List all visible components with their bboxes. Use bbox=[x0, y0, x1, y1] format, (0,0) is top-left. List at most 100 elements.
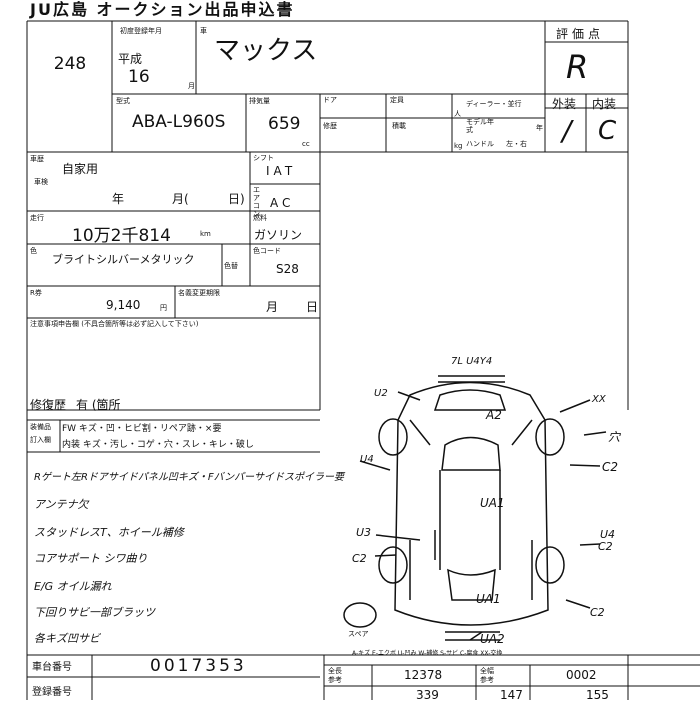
color-code: S28 bbox=[276, 262, 299, 276]
displacement-value: 659 bbox=[268, 114, 301, 134]
damage-legend: A-キズ E-エクボ U-凹み W-補修 S-サビ C-腐食 XX-交換 bbox=[352, 650, 503, 657]
inspection-day: 日) bbox=[228, 192, 245, 206]
diagram-mark: C2 bbox=[352, 552, 367, 565]
grade-label: 評価点 bbox=[556, 27, 605, 41]
recycle-value: 9,140 bbox=[106, 298, 141, 312]
note-line: Rゲート左Rドアサイドパネル凹キズ・Fバンパーサイドスポイラー要 bbox=[34, 472, 344, 483]
displacement-label: 排気量 bbox=[249, 97, 270, 105]
color-code-label: 色コード bbox=[253, 247, 281, 255]
ac-value: AC bbox=[270, 196, 295, 210]
note-line: コアサポート シワ曲り bbox=[34, 552, 148, 565]
capacity-label: 定員 bbox=[390, 96, 404, 104]
color-label: 色 bbox=[30, 247, 37, 255]
car-name: マックス bbox=[214, 36, 318, 66]
shift-label: シフト bbox=[253, 154, 274, 162]
inspection-month: 月( bbox=[172, 192, 189, 206]
person-unit: 人 bbox=[454, 110, 461, 118]
registration-month-unit: 月 bbox=[188, 82, 195, 90]
repair-label: 修歴 bbox=[323, 122, 337, 130]
note-line: スタッドレスT、ホイール補修 bbox=[34, 526, 184, 539]
ac-label: エアコン bbox=[253, 186, 260, 218]
dealer-label: ディーラー・並行 bbox=[466, 100, 522, 108]
car-name-label: 車 bbox=[200, 27, 207, 35]
interior-value: C bbox=[598, 116, 617, 146]
lot-number: 248 bbox=[53, 54, 87, 74]
entry-label: 訂入欄 bbox=[30, 436, 51, 444]
usage-value: 自家用 bbox=[62, 162, 99, 176]
repair-history: 修復歴 bbox=[30, 398, 67, 412]
registration-year: 16 bbox=[128, 67, 150, 87]
shift-value: IAT bbox=[266, 164, 297, 178]
exterior-value: / bbox=[562, 114, 572, 147]
exterior-label: 外装 bbox=[552, 97, 577, 111]
dim-value: 339 bbox=[416, 688, 439, 702]
dim-sub: 参考 bbox=[328, 676, 342, 684]
repair-history-value: 有 (箇所 bbox=[76, 398, 121, 412]
note-line: E/G オイル漏れ bbox=[34, 580, 112, 593]
equipment-line-1: FW キズ・凹・ヒビ割・リペア跡・×要 bbox=[62, 424, 222, 434]
diagram-mark: C2 bbox=[602, 460, 619, 474]
sheet-header: JU広島 オークション出品申込書 bbox=[30, 0, 295, 19]
interior-label: 内装 bbox=[592, 97, 617, 111]
registration-era: 平成 bbox=[118, 52, 143, 66]
equipment-label: 装備品 bbox=[30, 423, 51, 431]
diagram-mark: UA1 bbox=[480, 496, 505, 510]
diagram-mark: C2 bbox=[598, 540, 613, 553]
grade-value: R bbox=[566, 48, 589, 86]
dim-value: 147 bbox=[500, 688, 523, 702]
kg-unit: kg bbox=[454, 142, 463, 150]
dim-sub: 参考 bbox=[480, 676, 494, 684]
handle-label: ハンドル bbox=[466, 140, 494, 148]
recycle-unit: 円 bbox=[160, 304, 167, 312]
usage-label: 車歴 bbox=[30, 155, 44, 163]
color-change-label: 色替 bbox=[224, 262, 238, 270]
diagram-mark: 穴 bbox=[608, 430, 621, 444]
dim-label: 全長 bbox=[328, 667, 342, 675]
diagram-mark: A2 bbox=[486, 408, 502, 422]
model-value: ABA-L960S bbox=[132, 112, 226, 132]
registration-label: 初度登録年月 bbox=[120, 27, 162, 35]
notes-label: 注意事項申告欄 (不具合箇所等は必ず記入して下さい) bbox=[30, 320, 199, 328]
displacement-unit: cc bbox=[302, 140, 310, 148]
name-change-label: 名義変更期限 bbox=[178, 289, 220, 297]
model-year-label: モデル年式 bbox=[466, 118, 494, 134]
note-line: アンテナ欠 bbox=[34, 498, 89, 511]
dim-value: 155 bbox=[586, 688, 609, 702]
fuel-label: 燃料 bbox=[253, 214, 267, 222]
note-line: 各キズ凹サビ bbox=[34, 632, 100, 645]
loading-label: 積載 bbox=[392, 122, 406, 130]
diagram-mark: U4 bbox=[360, 454, 374, 465]
diagram-mark: U3 bbox=[356, 526, 372, 539]
handle-value: 左・右 bbox=[506, 140, 527, 148]
door-label: ドア bbox=[323, 96, 337, 104]
note-line: 下回りサビ一部ブラッツ bbox=[34, 606, 155, 619]
mileage-label: 走行 bbox=[30, 214, 44, 222]
inspection-year: 年 bbox=[112, 192, 125, 206]
name-change-month: 月 bbox=[266, 300, 279, 314]
recycle-label: R券 bbox=[30, 289, 42, 297]
diagram-mark: U4 bbox=[600, 528, 616, 541]
model-label: 型式 bbox=[116, 97, 130, 105]
name-change-day: 日 bbox=[306, 300, 319, 314]
diagram-mark: C2 bbox=[590, 606, 605, 619]
equipment-line-2: 内装 キズ・汚し・コゲ・穴・スレ・キレ・破し bbox=[62, 440, 254, 450]
diagram-mark: UA2 bbox=[480, 632, 505, 646]
diagram-mark: U2 bbox=[374, 388, 388, 399]
dim-value: 12378 bbox=[404, 668, 443, 682]
diagram-mark: XX bbox=[592, 394, 606, 405]
car-number-label: 車台番号 bbox=[32, 662, 72, 673]
diagram-mark: 7L U4Y4 bbox=[451, 356, 493, 367]
dim-value: 0002 bbox=[566, 668, 597, 682]
car-number-value: 0017353 bbox=[150, 656, 247, 676]
mileage-value: 10万2千814 bbox=[72, 226, 171, 246]
diagram-mark: UA1 bbox=[476, 592, 501, 606]
dim-label: 全幅 bbox=[480, 667, 494, 675]
mileage-unit: km bbox=[200, 230, 211, 238]
year-unit: 年 bbox=[536, 124, 543, 132]
spare-label: スペア bbox=[348, 630, 369, 638]
color-value: ブライトシルバーメタリック bbox=[52, 253, 195, 266]
fuel-value: ガソリン bbox=[254, 228, 303, 242]
reg-number-label: 登録番号 bbox=[32, 687, 72, 698]
